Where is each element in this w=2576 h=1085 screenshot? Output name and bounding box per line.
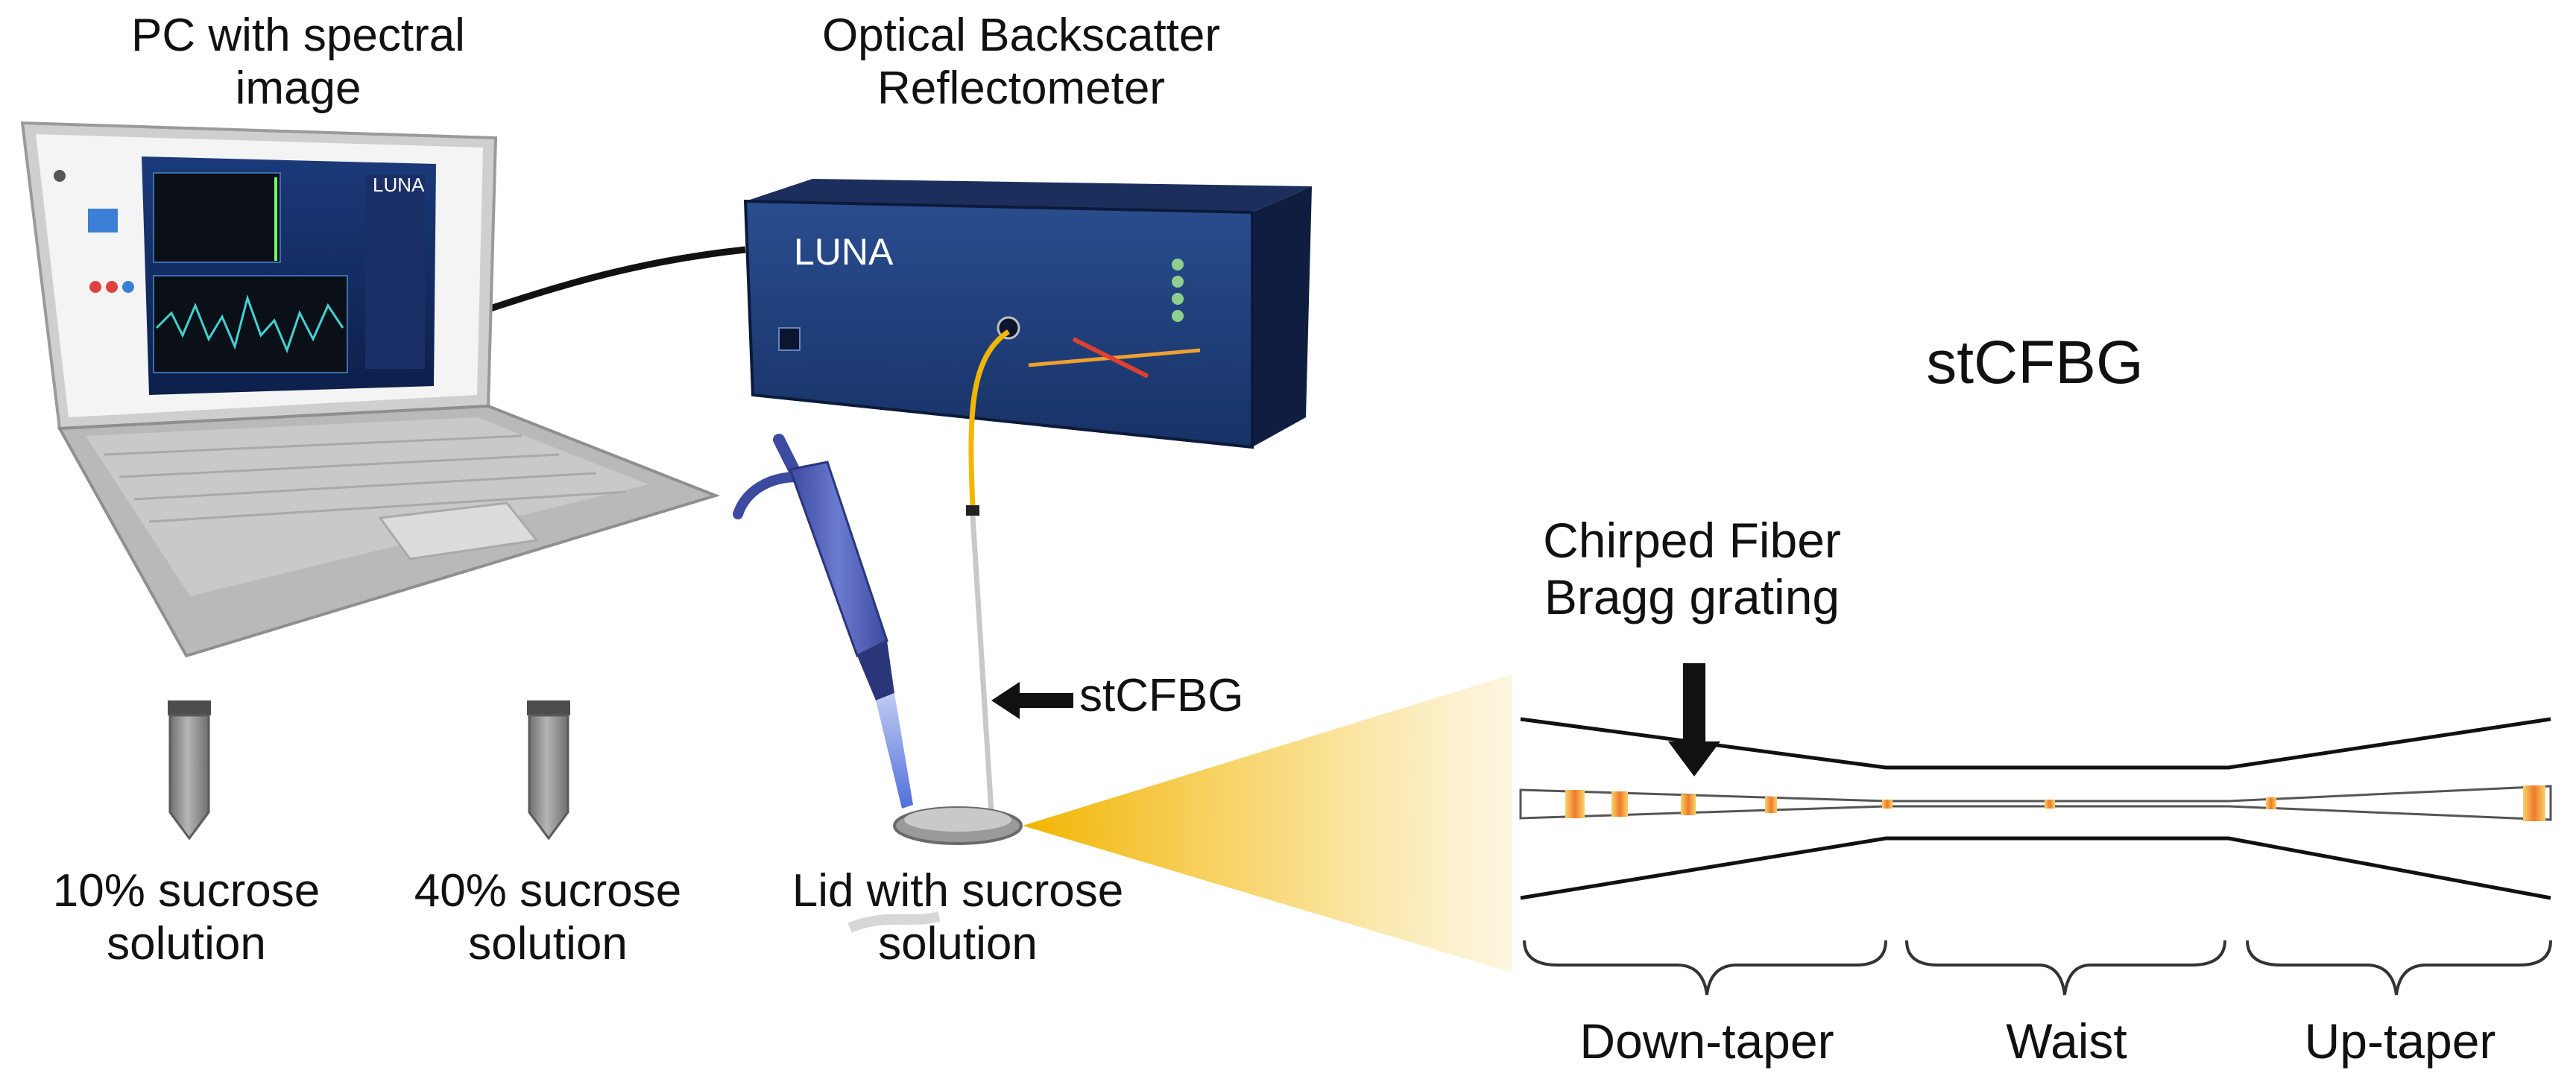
tube1-label: 10% sucrose solution — [22, 864, 350, 971]
obr-label-line1: Optical Backscatter — [821, 10, 1221, 61]
pc-label: PC with spectral image — [75, 9, 522, 116]
arrow-down-icon — [1668, 663, 1720, 776]
cfbg-label-line1: Chirped Fiber — [1543, 513, 1841, 568]
tube2-label-line1: 40% sucrose — [414, 865, 682, 917]
brace-up-taper — [2246, 940, 2552, 996]
device-brand-logo: LUNA — [794, 231, 894, 273]
cfbg-label: Chirped Fiber Bragg grating — [1506, 513, 1878, 626]
lid-label-line2: solution — [878, 918, 1038, 970]
stcfbg-title: stCFBG — [1926, 329, 2144, 396]
pipette-icon — [733, 434, 913, 809]
up-taper-label: Up-taper — [2304, 1013, 2496, 1069]
laptop-icon: LUNA — [20, 121, 746, 658]
petri-lid-icon — [847, 806, 1023, 933]
cfbg-label-line2: Bragg grating — [1544, 569, 1840, 624]
tube1-label-line2: solution — [107, 918, 266, 970]
svg-text:LUNA: LUNA — [373, 174, 425, 196]
brace-waist — [1905, 940, 2226, 996]
test-tube-icon — [168, 700, 211, 841]
down-taper-label: Down-taper — [1579, 1013, 1834, 1069]
pc-label-line1: PC with spectral — [131, 10, 465, 61]
obr-label: Optical Backscatter Reflectometer — [745, 9, 1297, 116]
reflectometer-device-icon: LUNA — [743, 179, 1312, 449]
tube2-label: 40% sucrose solution — [384, 864, 712, 971]
obr-label-line2: Reflectometer — [877, 63, 1165, 115]
arrow-left-icon — [991, 682, 1073, 719]
test-tube-icon — [527, 700, 570, 841]
stcfbg-arrow-label: stCFBG — [1079, 670, 1244, 721]
magnification-beam — [1023, 674, 1512, 972]
pc-label-line2: image — [235, 63, 362, 115]
section-braces — [1523, 940, 2552, 996]
waist-label: Waist — [2006, 1013, 2127, 1069]
lid-label: Lid with sucrose solution — [764, 864, 1152, 971]
tube2-label-line2: solution — [468, 918, 628, 970]
brace-down-taper — [1523, 940, 1887, 996]
tube1-label-line1: 10% sucrose — [52, 865, 321, 917]
optical-fiber-cable — [966, 329, 1010, 813]
lid-label-line1: Lid with sucrose — [792, 865, 1124, 917]
